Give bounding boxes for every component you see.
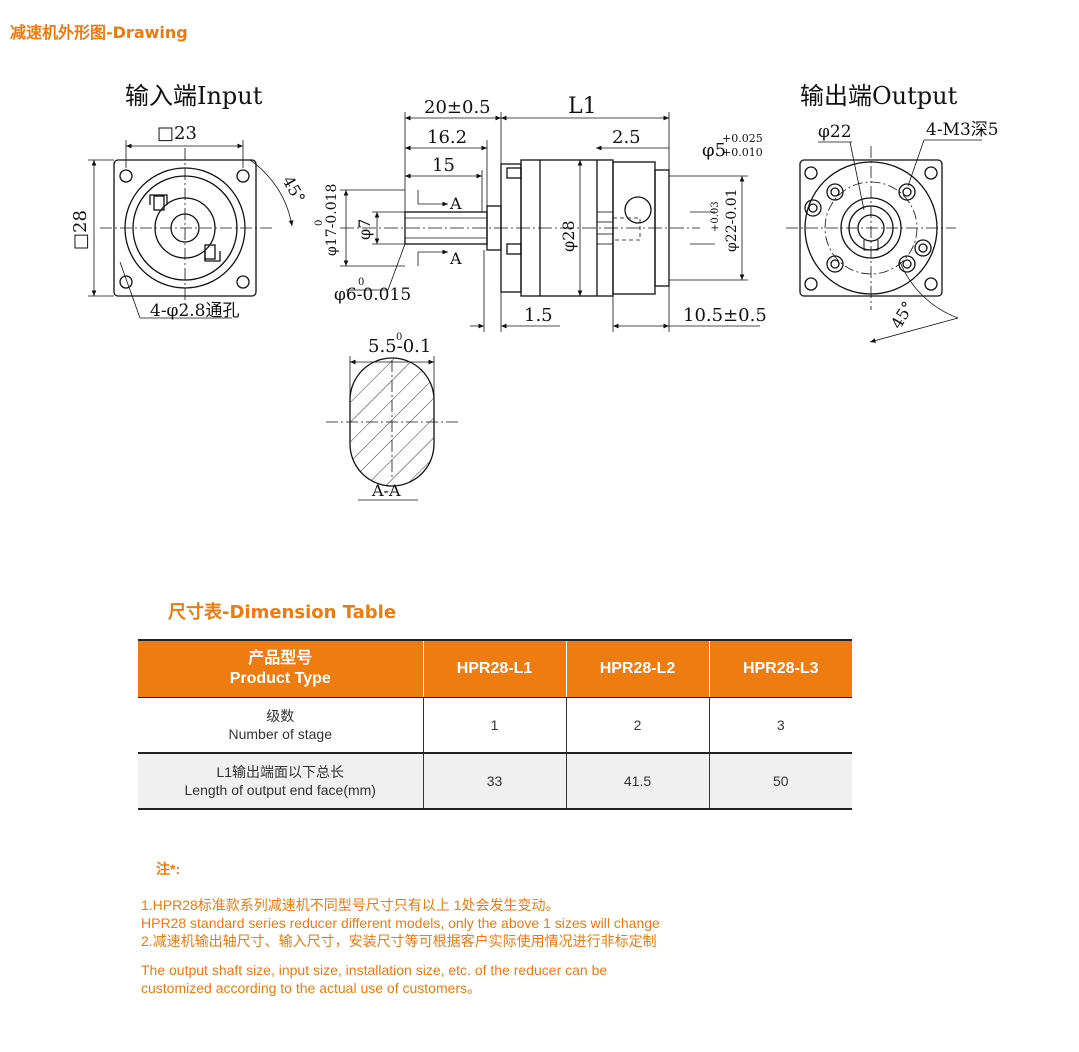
dim-1-5: 1.5 — [524, 305, 553, 326]
input-view: 输入端Input □23 □28 45° 4-φ2.8通孔 — [70, 82, 309, 321]
row-label: L1输出端面以下总长 Length of output end face(mm) — [138, 753, 424, 810]
row-label-cn: L1输出端面以下总长 — [216, 764, 345, 780]
table-title: 尺寸表-Dimension Table — [168, 602, 397, 623]
header-type-cn: 产品型号 — [248, 650, 313, 667]
dim-phi7: φ7 — [355, 219, 374, 240]
header-model: HPR28-L2 — [565, 639, 710, 698]
section-aa: 5.5-0.1 0 A-A — [326, 332, 458, 501]
dim-phi5: φ5 — [702, 140, 726, 161]
table-cell: 3 — [708, 697, 852, 754]
dim-angle-45: 45° — [279, 173, 310, 207]
dim-phi6: φ6-0.015 — [334, 285, 411, 305]
header-type-en: Product Type — [229, 670, 331, 687]
dim-2-5: 2.5 — [612, 127, 641, 148]
dim-L1: L1 — [568, 94, 597, 119]
note-line-2: HPR28 standard series reducer different … — [141, 915, 660, 931]
dim-phi22-side: φ22-0.01 — [724, 188, 740, 252]
note-line-5: customized according to the actual use o… — [141, 980, 482, 996]
header-model: HPR28-L1 — [422, 639, 567, 698]
dim-15: 15 — [432, 155, 455, 176]
table-cell: 1 — [422, 697, 567, 754]
dim-5-5-upper: 0 — [396, 332, 402, 343]
dim-phi17-upper: 0 — [314, 220, 325, 226]
table-row: 级数 Number of stage 1 2 3 — [138, 697, 852, 754]
section-mark-top: A — [449, 194, 462, 213]
table-cell: 50 — [708, 753, 852, 810]
output-view: 输出端Output φ22 4-M3深5 45° — [786, 82, 999, 343]
dim-phi6-upper: 0 — [358, 277, 364, 288]
input-title: 输入端Input — [125, 82, 263, 110]
out-m3: 4-M3深5 — [926, 120, 999, 140]
dim-phi5-lower: +0.010 — [722, 146, 763, 159]
dim-10-5: 10.5±0.5 — [683, 305, 767, 326]
side-view: 20±0.5 L1 16.2 2.5 15 φ5 +0.025 +0.010 A… — [314, 94, 767, 332]
dim-phi22-side-upper: +0.03 — [710, 201, 721, 232]
drawing-title: 减速机外形图-Drawing — [10, 23, 188, 42]
table-cell: 41.5 — [565, 753, 710, 810]
table-row: L1输出端面以下总长 Length of output end face(mm)… — [138, 753, 852, 810]
notes-title: 注*: — [156, 861, 181, 877]
table-header-row: 产品型号 Product Type HPR28-L1 HPR28-L2 HPR2… — [138, 639, 852, 698]
dim-phi28: φ28 — [559, 220, 578, 252]
dim-phi5-upper: +0.025 — [722, 132, 763, 145]
row-label-en: Number of stage — [228, 726, 333, 742]
out-angle-45: 45° — [887, 298, 918, 332]
dim-holes: 4-φ2.8通孔 — [150, 301, 240, 321]
note-line-3: 2.减速机输出轴尺寸、输入尺寸，安装尺寸等可根据客户实际使用情况进行非标定制 — [141, 933, 657, 949]
table-cell: 33 — [422, 753, 567, 810]
technical-drawing: 输入端Input □23 □28 45° 4-φ2.8通孔 — [70, 82, 999, 501]
row-label-en: Length of output end face(mm) — [184, 782, 376, 798]
out-phi22: φ22 — [818, 122, 852, 142]
header-model: HPR28-L3 — [708, 639, 852, 698]
table-cell: 2 — [565, 697, 710, 754]
note-line-4: The output shaft size, input size, insta… — [141, 962, 608, 978]
section-label: A-A — [371, 481, 401, 500]
note-line-1: 1.HPR28标准款系列减速机不同型号尺寸只有以上 1处会发生变动。 — [141, 897, 560, 913]
dim-20: 20±0.5 — [424, 97, 491, 118]
dimension-table: 产品型号 Product Type HPR28-L1 HPR28-L2 HPR2… — [138, 639, 852, 810]
dim-square-28: □28 — [70, 210, 91, 250]
section-mark-bottom: A — [449, 249, 462, 268]
dim-16-2: 16.2 — [427, 127, 467, 148]
dim-5-5: 5.5-0.1 — [368, 336, 431, 357]
dim-phi17: φ17-0.018 — [324, 184, 340, 256]
row-label: 级数 Number of stage — [138, 697, 424, 754]
dim-square-23: □23 — [157, 123, 197, 144]
header-product-type: 产品型号 Product Type — [138, 639, 424, 698]
output-title: 输出端Output — [800, 82, 958, 110]
row-label-cn: 级数 — [266, 708, 295, 724]
